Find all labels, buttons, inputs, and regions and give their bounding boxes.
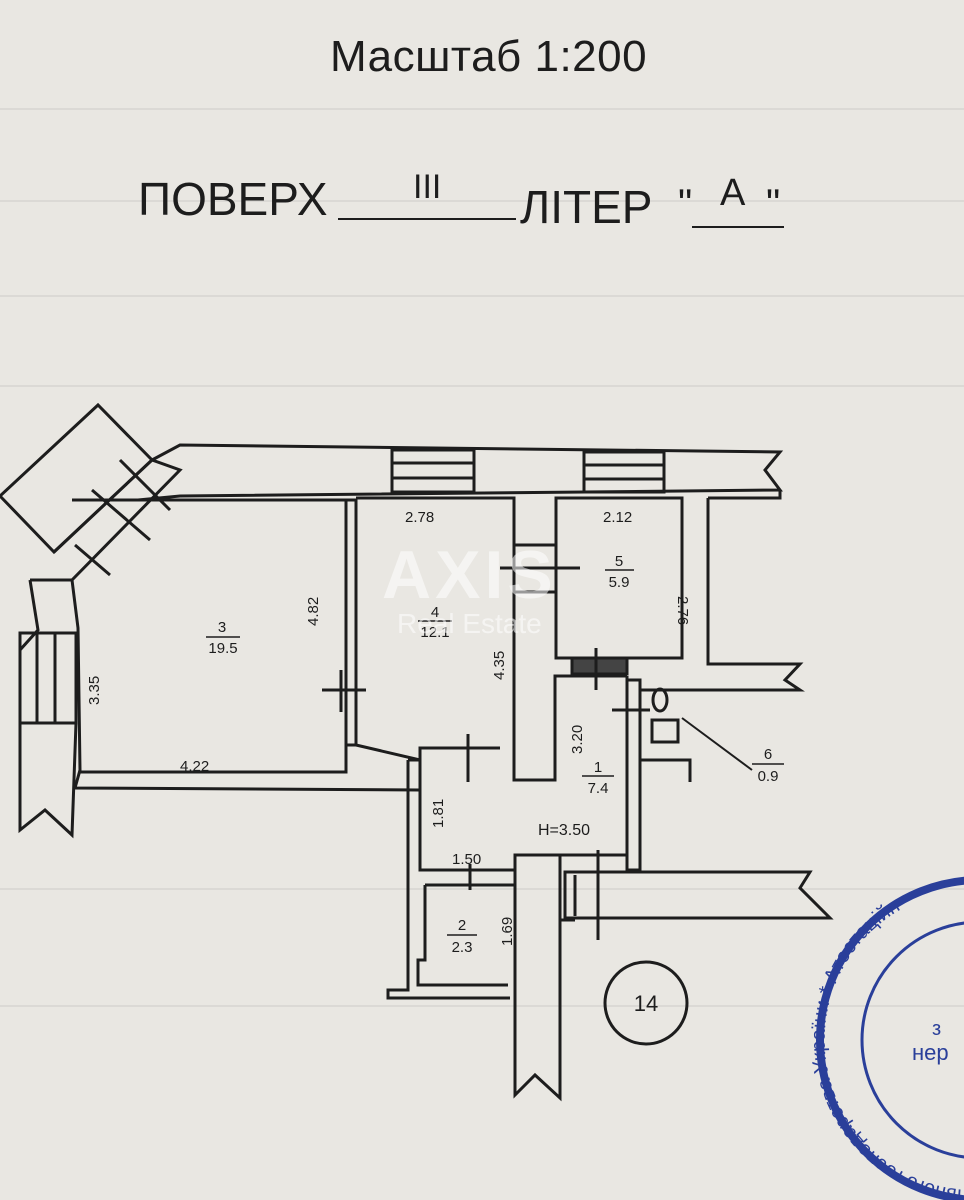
left-wall-break (18, 722, 78, 839)
bottom-right-wall (563, 870, 834, 920)
lower-shaft-wall (513, 853, 575, 1102)
scale-title: Масштаб 1:200 (330, 32, 648, 81)
bleed-line (0, 108, 964, 110)
watermark-subtitle: Real Estate (396, 608, 542, 639)
toilet-fixture (651, 687, 669, 713)
dim-1-81: 1.81 (430, 799, 447, 828)
left-outer-wall-outer (18, 579, 40, 830)
room-6-number: 6 (764, 746, 772, 763)
watermark-brand: AXIS (382, 537, 557, 613)
letter-underline (692, 226, 784, 228)
svg-text:з: з (932, 1018, 941, 1040)
floor-value: III (413, 168, 442, 206)
room-2-number: 2 (458, 917, 466, 934)
left-outer-wall (30, 578, 421, 792)
staircase-number: 14 (634, 991, 658, 1016)
room-2-area: 2.3 (452, 939, 473, 956)
room-5-number: 5 (615, 553, 623, 570)
bleed-line (0, 888, 964, 890)
dim-4-22: 4.22 (180, 758, 209, 775)
right-top-wall (640, 490, 805, 692)
room-2-walls (416, 885, 508, 987)
official-stamp: ального господарства України * Атестацій… (810, 850, 964, 1200)
staircase-circle (603, 960, 689, 1046)
room-6-walls (627, 678, 692, 782)
floor-underline (338, 218, 516, 220)
room-2-left-outer (386, 760, 510, 1000)
room-6-area: 0.9 (758, 768, 779, 785)
letter-label: ЛІТЕР (520, 181, 653, 233)
window-room4 (390, 448, 476, 494)
bleed-line (0, 1005, 964, 1007)
window-room5 (582, 450, 666, 494)
watermark: AXIS Real Estate (382, 540, 557, 638)
svg-text:нер: нер (912, 1040, 949, 1065)
room-3-area: 19.5 (208, 640, 237, 657)
room-1-right-wall (625, 676, 642, 872)
letter-close-quote: " (766, 182, 781, 226)
dim-1-69: 1.69 (499, 917, 516, 946)
dim-2-78: 2.78 (405, 509, 434, 526)
dim-2-12: 2.12 (603, 509, 632, 526)
corner-window-ticks (74, 458, 172, 577)
room-4-area: 12.1 (420, 624, 449, 641)
bleed-line (0, 295, 964, 297)
letter-open-quote: " (678, 182, 693, 226)
bleed-line (0, 200, 964, 202)
room-4-number: 4 (431, 604, 439, 621)
left-window (18, 631, 78, 725)
floor-label: ПОВЕРХ (138, 173, 328, 225)
letter-value: А (720, 172, 746, 214)
room-3-walls (72, 498, 348, 774)
room-1-area: 7.4 (588, 780, 609, 797)
dim-1-50: 1.50 (452, 851, 481, 868)
room-3-number: 3 (218, 619, 226, 636)
dim-4-35: 4.35 (491, 651, 508, 680)
top-outer-wall (137, 443, 784, 502)
dim-3-35: 3.35 (86, 676, 103, 705)
ceiling-height: H=3.50 (538, 822, 590, 839)
dim-2-76: 2.76 (674, 596, 691, 625)
room-1-number: 1 (594, 759, 602, 776)
room-5-threshold (570, 656, 629, 676)
sink-fixture (650, 718, 680, 744)
room-4-bottom (355, 743, 500, 762)
dim-4-82: 4.82 (305, 597, 322, 626)
corner-bay-inner (52, 458, 183, 582)
bleed-line (0, 385, 964, 387)
dim-3-20: 3.20 (569, 725, 586, 754)
room-5-area: 5.9 (609, 574, 630, 591)
partition-3-4 (346, 498, 358, 747)
room-4-walls (356, 496, 627, 782)
